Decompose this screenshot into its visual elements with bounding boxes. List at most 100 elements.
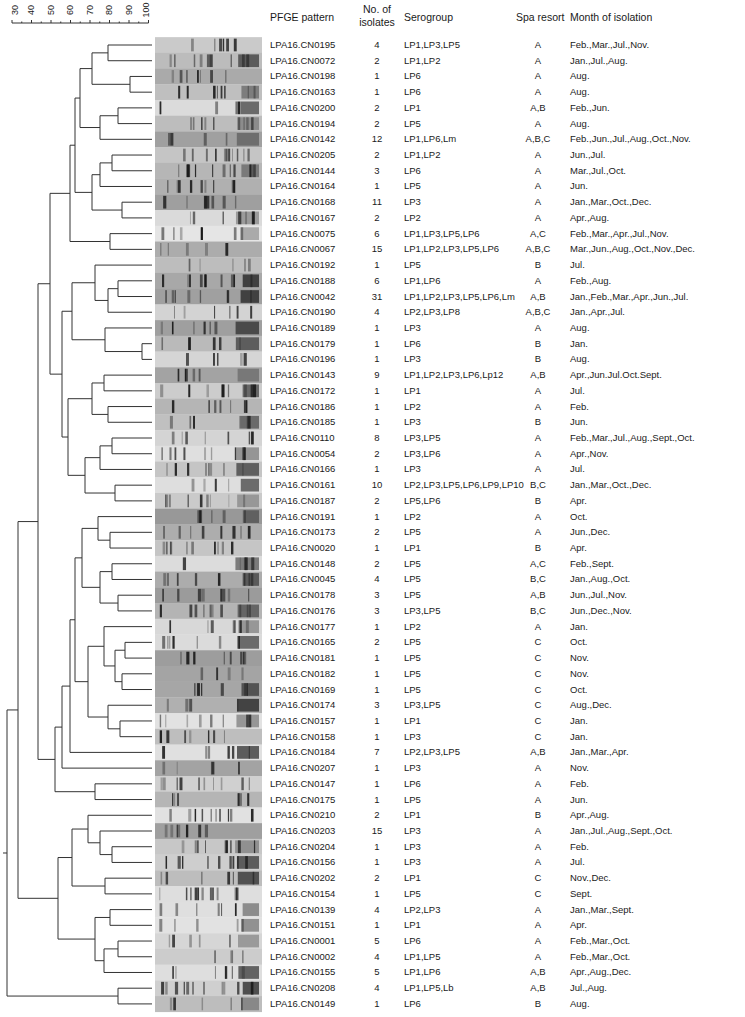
month-of-isolation: Jan.,Aug.,Oct. [570, 573, 630, 585]
gel-band [212, 164, 213, 177]
spa-resort: B [518, 353, 558, 365]
gel-smear [236, 212, 259, 225]
serogroup: LP6 [404, 778, 421, 790]
tree-branch [80, 68, 92, 69]
gel-band [161, 872, 163, 885]
tree-branch [105, 893, 152, 894]
gel-band [186, 369, 188, 382]
gel-band [220, 526, 221, 539]
gel-band [235, 196, 236, 209]
gel-band [199, 369, 201, 382]
gel-band [210, 888, 212, 901]
gel-band [172, 935, 175, 948]
tree-branch [104, 626, 152, 627]
isolate-count: 2 [360, 55, 394, 67]
gel-band [170, 416, 173, 429]
gel-band [251, 432, 254, 445]
gel-band [162, 762, 165, 775]
serogroup: LP1 [404, 715, 421, 727]
spa-resort: A [518, 951, 558, 963]
serogroup: LP1,LP3,LP5 [404, 39, 460, 51]
gel-band [161, 227, 164, 240]
gel-band [196, 636, 198, 649]
serogroup: LP1,LP2 [404, 55, 440, 67]
pfge-pattern: LPA16.CN0165 [270, 636, 335, 648]
gel-lane [155, 352, 262, 368]
month-of-isolation: Jul. [570, 463, 585, 475]
gel-band [225, 243, 228, 256]
gel-band [189, 416, 191, 429]
tree-branch [7, 996, 118, 997]
gel-band [214, 950, 215, 963]
spa-resort: C [518, 684, 558, 696]
gel-band [185, 369, 186, 382]
gel-smear [238, 935, 259, 948]
gel-lane [155, 886, 262, 902]
month-of-isolation: Apr.,Jun.Jul.Oct.Sept. [570, 369, 662, 381]
gel-band [203, 605, 205, 618]
gel-band [173, 306, 175, 319]
scale-tick [148, 20, 149, 23]
serogroup: LP2 [404, 212, 421, 224]
gel-band [178, 180, 181, 193]
gel-band [225, 840, 228, 853]
tree-branch [108, 728, 120, 729]
isolate-count: 6 [360, 228, 394, 240]
gel-band [233, 180, 235, 193]
gel-band [177, 825, 180, 838]
spa-resort: A,C [518, 558, 558, 570]
serogroup: LP3,LP6 [404, 448, 440, 460]
gel-band [186, 196, 187, 209]
gel-band [214, 39, 215, 52]
isolate-count: 1 [360, 998, 394, 1010]
gel-band [195, 573, 197, 586]
gel-smear [243, 573, 259, 586]
spa-resort: B [518, 809, 558, 821]
similarity-scale [12, 20, 149, 23]
spa-resort: A,B,C [518, 133, 558, 145]
pfge-pattern: LPA16.CN0203 [270, 825, 335, 837]
gel-band [201, 227, 203, 240]
gel-band [201, 227, 203, 240]
gel-lane [155, 980, 262, 996]
gel-band [161, 777, 163, 790]
pfge-pattern: LPA16.CN0190 [270, 306, 335, 318]
tree-branch [104, 972, 152, 973]
tree-branch [55, 791, 95, 792]
gel-band [200, 510, 202, 523]
spa-resort: B [518, 259, 558, 271]
gel-band [186, 542, 188, 555]
gel-band [238, 793, 240, 806]
month-of-isolation: Jun. [570, 180, 588, 192]
spa-resort: B [518, 338, 558, 350]
tree-branch [108, 406, 152, 407]
serogroup: LP2 [404, 401, 421, 413]
gel-lane [155, 304, 262, 320]
isolate-count: 4 [360, 904, 394, 916]
serogroup: LP6 [404, 70, 421, 82]
isolate-count: 2 [360, 636, 394, 648]
tree-branch [105, 878, 152, 879]
gel-lane [155, 257, 262, 273]
gel-band [199, 70, 201, 83]
gel-band [160, 102, 162, 115]
gel-lane [155, 587, 262, 603]
gel-band [170, 825, 173, 838]
tree-branch [108, 422, 152, 423]
tree-branch [115, 650, 125, 651]
gel-band [159, 888, 161, 901]
gel-band [188, 274, 189, 287]
month-of-isolation: Feb.,Sept. [570, 558, 614, 570]
tree-branch [112, 453, 152, 454]
gel-lane [155, 540, 262, 556]
gel-band [208, 746, 211, 759]
month-of-isolation: Aug. [570, 70, 590, 82]
tree-branch [92, 174, 100, 175]
tree-branch [88, 815, 152, 816]
spa-resort: C [518, 888, 558, 900]
gel-band [201, 683, 202, 696]
serogroup: LP3 [404, 731, 421, 743]
gel-band [225, 149, 227, 162]
serogroup: LP2,LP3,LP8 [404, 306, 460, 318]
gel-lane [155, 69, 262, 85]
